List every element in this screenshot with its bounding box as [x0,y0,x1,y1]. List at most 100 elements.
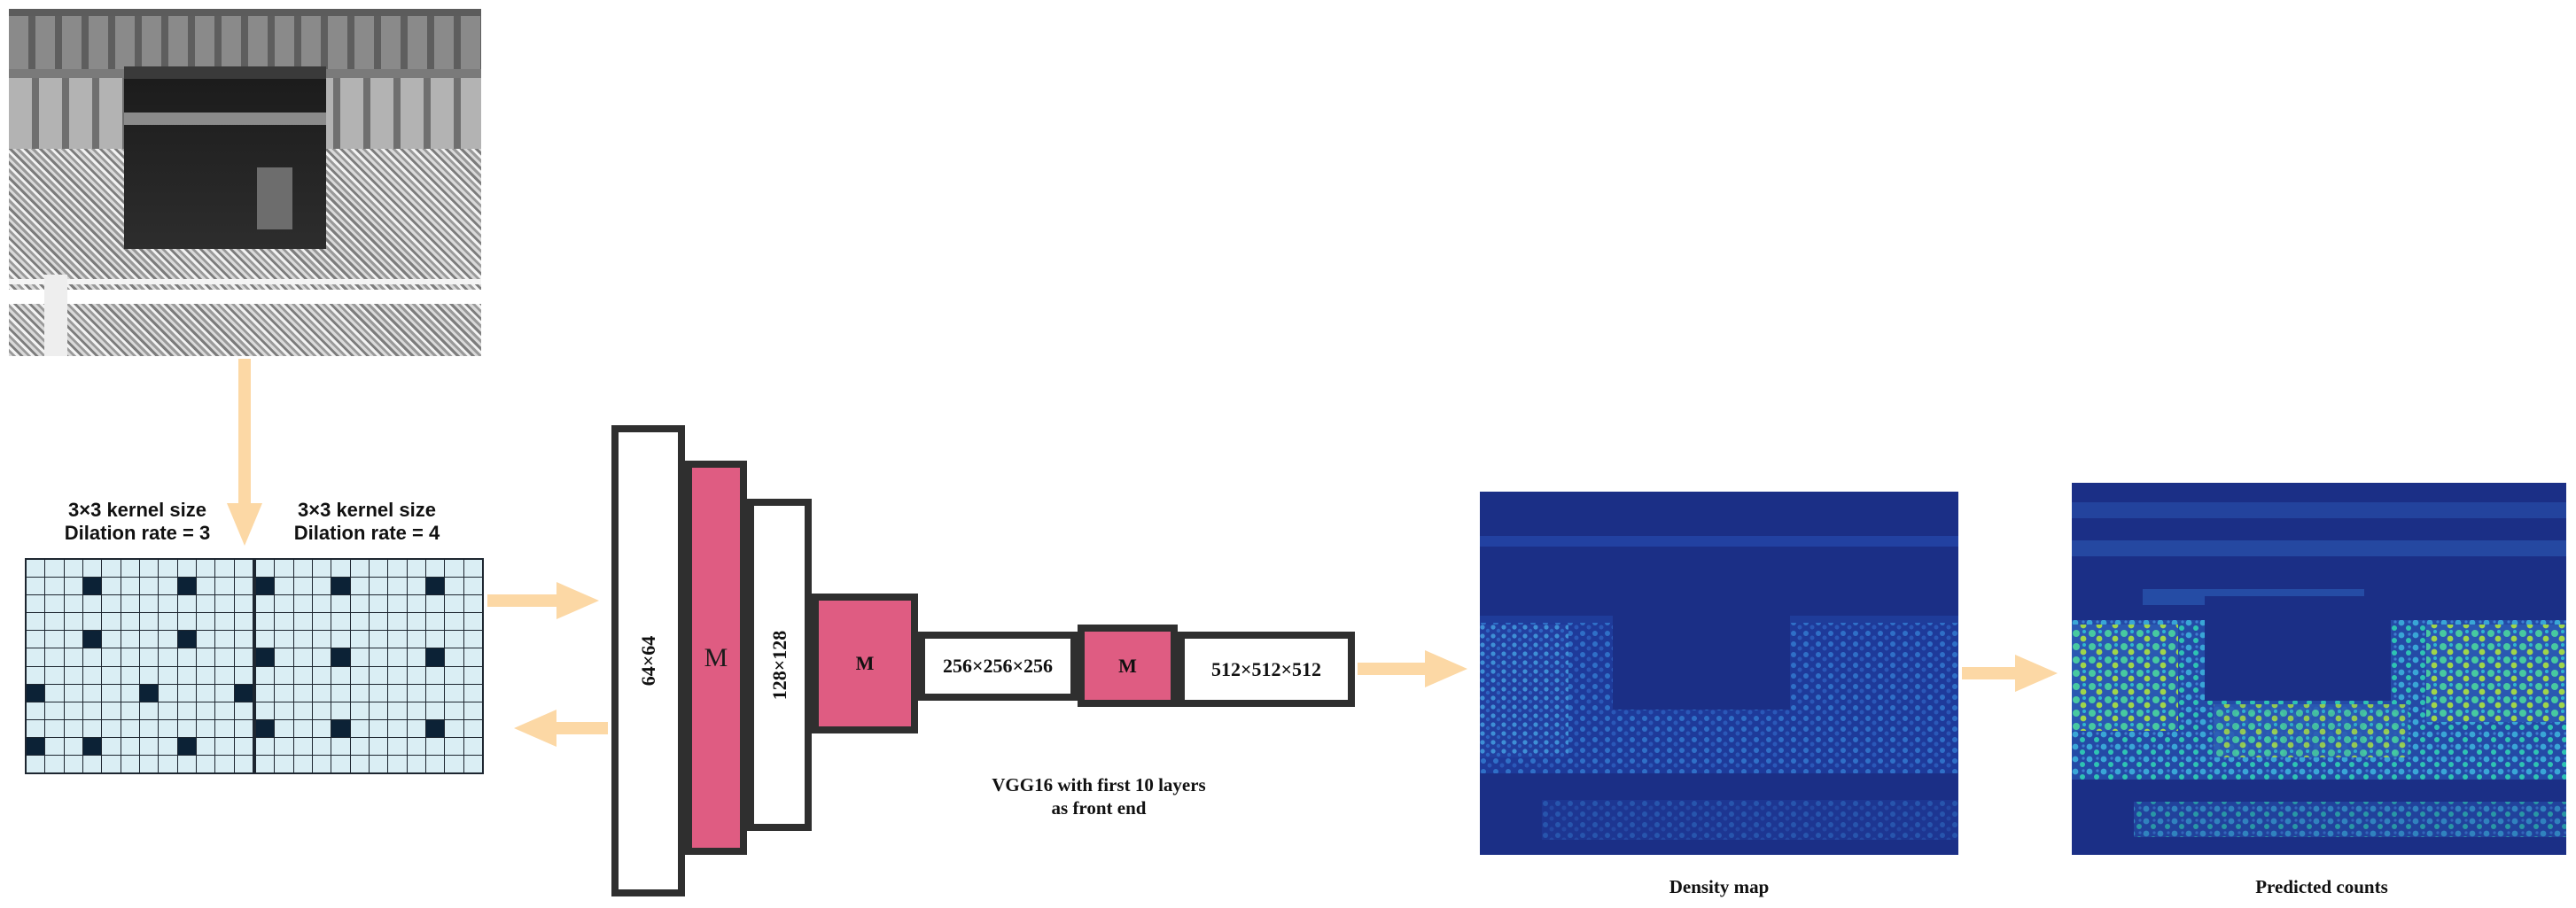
kernel-cell [370,613,388,631]
kernel-cell [215,702,234,719]
kernel-active-cell [331,719,350,737]
kernel-cell [370,719,388,737]
kernel-cell [370,684,388,702]
kernel-cell [350,666,369,684]
kernel-active-cell [331,578,350,595]
kernel-cell [256,666,275,684]
kernel-cell [121,578,139,595]
kernel-cell [407,666,425,684]
kernel-cell [256,595,275,613]
kernel-cell [313,719,331,737]
kernel-cell [407,595,425,613]
kernel-cell [293,684,312,702]
kernel-cell [313,578,331,595]
kernel-cell [463,631,482,648]
kernel-cell [83,666,102,684]
kernel-cell [234,648,253,666]
kernel-cell [426,631,445,648]
kernel-cell [463,737,482,755]
kernel-cell [370,702,388,719]
kernel-active-cell [83,737,102,755]
kernel-cell [27,719,45,737]
kernel-cell [234,719,253,737]
kernel-cell [313,631,331,648]
kernel-cell [234,560,253,578]
kernel-cell [350,560,369,578]
kernel-label-2: 3×3 kernel size Dilation rate = 4 [293,499,440,544]
kernel-cell [64,648,82,666]
kernel-cell [313,595,331,613]
kernel-cell [45,560,64,578]
kernel-cell [121,595,139,613]
kernel-cell [45,737,64,755]
kernel-cell [140,666,159,684]
kernel-cell [426,737,445,755]
kernel-cell [121,702,139,719]
kernel-cell [313,702,331,719]
kernel-cell [293,702,312,719]
kernel-cell [331,702,350,719]
kernel-cell [215,595,234,613]
input-crowd-photo [9,9,481,356]
kernel-cell [140,613,159,631]
kernel-cell [331,595,350,613]
kernel-cell [159,648,177,666]
kernel-cell [293,648,312,666]
kernel-cell [407,613,425,631]
kernel-cell [293,755,312,772]
kernel-cell [445,755,463,772]
kernel-cell [64,595,82,613]
kernel-cell [121,666,139,684]
kernel-cell [370,755,388,772]
kernel-cell [27,560,45,578]
kernel-cell [407,755,425,772]
kernel-cell [256,702,275,719]
kernel-cell [197,648,215,666]
kernel-cell [45,595,64,613]
kernel-cell [445,666,463,684]
kernel-cell [370,648,388,666]
kernel-cell [215,631,234,648]
kernel-cell [121,631,139,648]
kernel-cell [215,666,234,684]
kernel-cell [350,631,369,648]
kernel-cell [102,631,121,648]
kernel-active-cell [177,737,196,755]
kernel-cell [64,702,82,719]
kernel-cell [234,631,253,648]
kernel-cell [388,631,407,648]
kernel-cell [83,755,102,772]
kernel-active-cell [140,684,159,702]
kernel-cell [83,648,102,666]
kernel-cell [64,684,82,702]
kernel-cell [275,719,293,737]
kernel-cell [445,684,463,702]
kernel-cell [463,702,482,719]
kernel-cell [388,560,407,578]
kernel-cell [463,755,482,772]
kernel-active-cell [256,719,275,737]
kernel-cell [197,595,215,613]
kernel-active-cell [83,631,102,648]
kernel-cell [102,702,121,719]
kernel-cell [256,737,275,755]
kernel-active-cell [177,631,196,648]
kernel-cell [350,755,369,772]
kernel-cell [102,560,121,578]
kernel-cell [293,631,312,648]
kernel-cell [445,719,463,737]
kernel-cell [275,648,293,666]
kaaba-structure [124,66,326,249]
kernel-cell [463,719,482,737]
kernel-cell [463,613,482,631]
kernel-cell [350,578,369,595]
kernel-cell [370,595,388,613]
kernel-cell [313,648,331,666]
kernel-cell [407,578,425,595]
kernel-cell [64,666,82,684]
kernel-cell [83,719,102,737]
kernel-cell [83,613,102,631]
kernel-cell [140,578,159,595]
kernel-cell [350,595,369,613]
kernel-cell [350,648,369,666]
